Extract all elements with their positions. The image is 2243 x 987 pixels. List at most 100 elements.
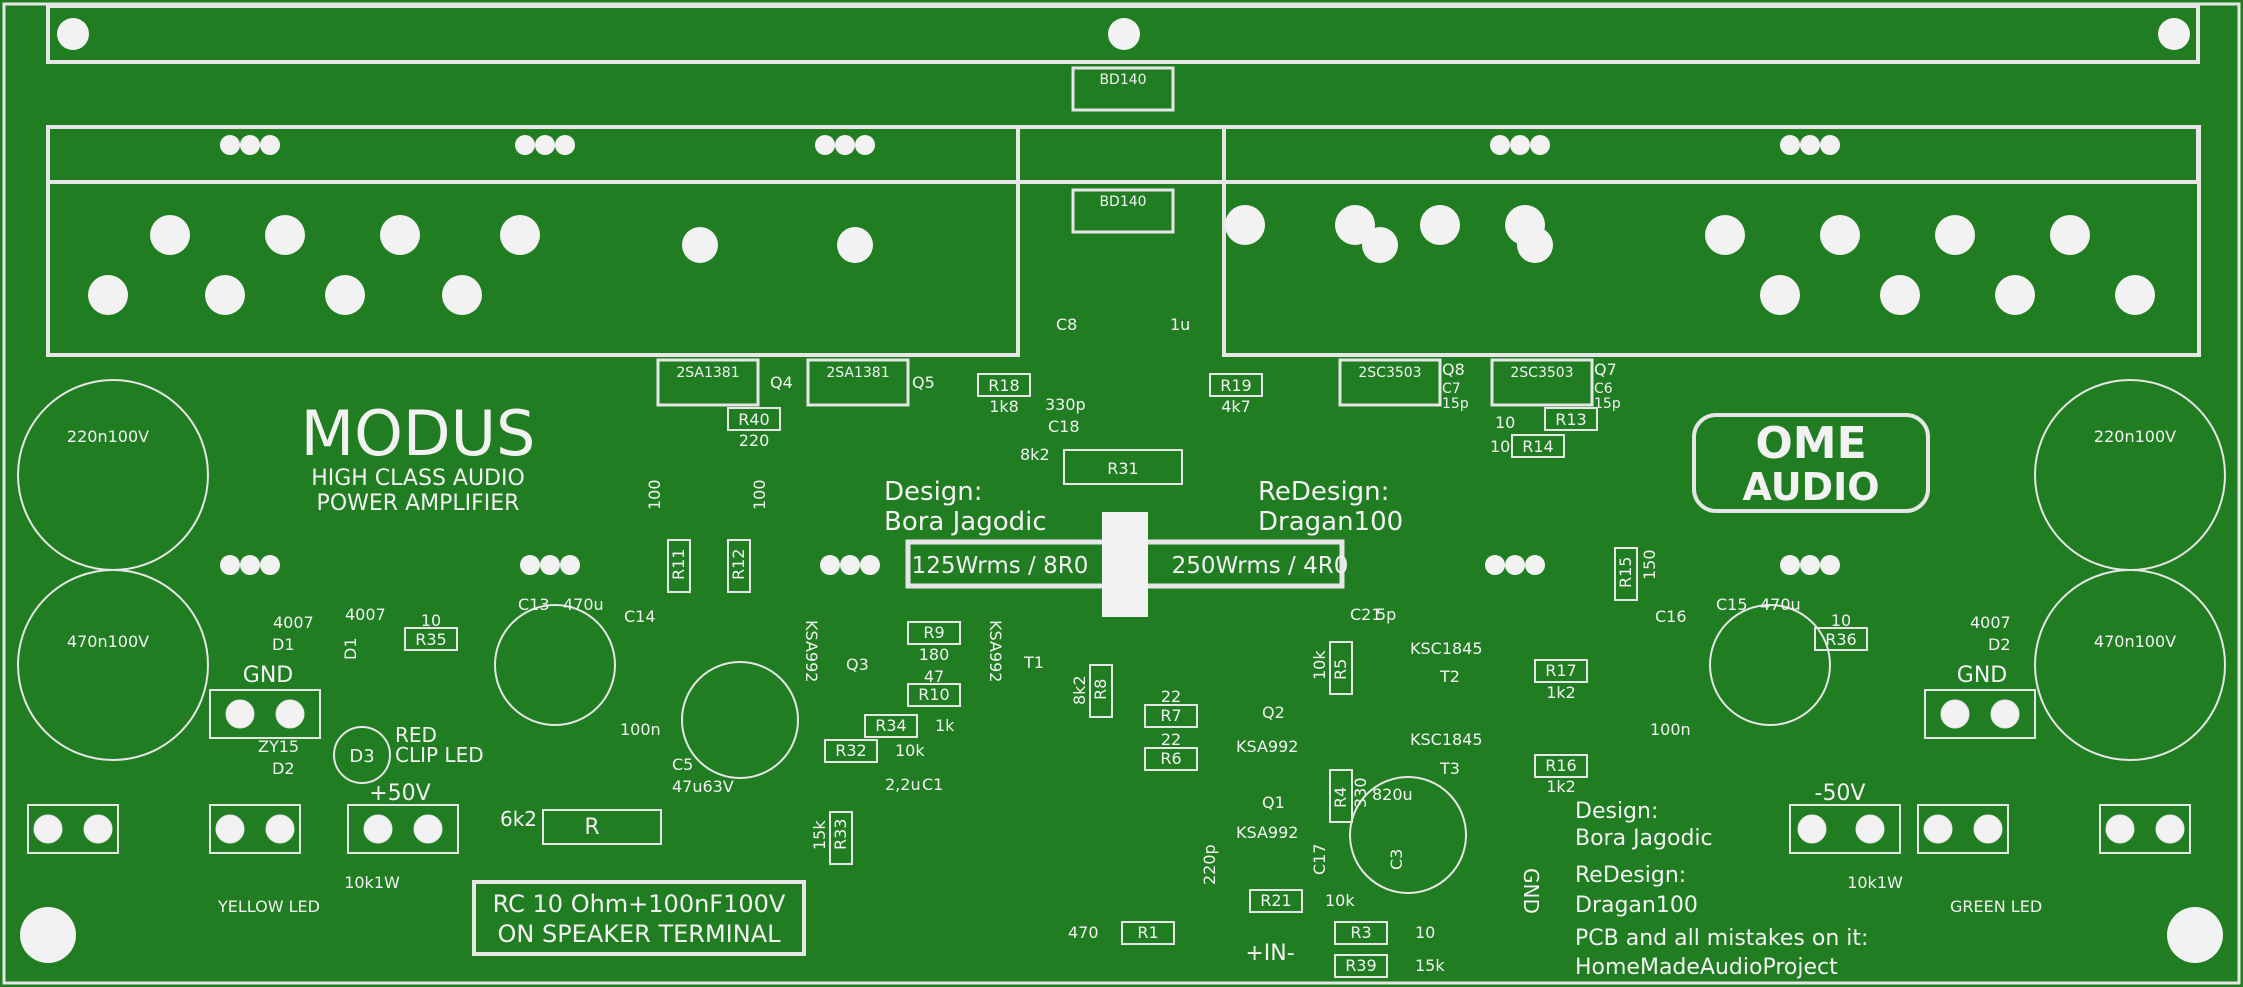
- c3-ref: C3: [1387, 849, 1406, 870]
- r34-val: 1k: [935, 716, 955, 735]
- r9-val: 180: [919, 645, 950, 664]
- r10-val: 47: [924, 667, 944, 686]
- q7-part: 2SC3503: [1510, 365, 1573, 381]
- c18-ref: C18: [1048, 417, 1080, 436]
- q7-outline: [1490, 358, 1594, 407]
- r39-val: 15k: [1415, 956, 1445, 975]
- r11-ref: R11: [669, 549, 688, 580]
- r40-val: 220: [739, 431, 770, 450]
- input-label: +IN-: [1245, 941, 1294, 966]
- c15-val: 470u: [1760, 595, 1801, 614]
- mounting-holes: [20, 18, 2223, 963]
- r18-ref: R18: [988, 376, 1019, 395]
- c6-ref: C6: [1594, 381, 1613, 397]
- clip-led-label-1: RED: [395, 723, 437, 747]
- clip-led-outline: [333, 726, 391, 784]
- c8-ref: C8: [1056, 315, 1077, 334]
- r17-ref: R17: [1545, 661, 1576, 680]
- c14-ref: C14: [624, 607, 656, 626]
- bd140-top-label: BD140: [1099, 72, 1146, 88]
- t1-part: KSA992: [986, 620, 1005, 682]
- r35-ref: R35: [415, 630, 446, 649]
- heatsink-top-rail: [46, 4, 2200, 64]
- d1a-ref: D1: [272, 635, 295, 654]
- driver-pads-bottom: [220, 555, 1840, 575]
- d2a-val: ZY15: [258, 737, 299, 756]
- q1-part: KSA992: [1236, 823, 1298, 842]
- q3-part: KSA992: [802, 620, 821, 682]
- q7-ref: Q7: [1594, 360, 1617, 379]
- credit-designer: Bora Jagodic: [1575, 826, 1713, 851]
- c17-val: 220p: [1200, 844, 1219, 885]
- yellow-led-label: YELLOW LED: [217, 897, 320, 916]
- redesign-label: ReDesign:: [1258, 477, 1389, 507]
- d1b-ref: D1: [341, 638, 360, 661]
- r12-ref: R12: [729, 549, 748, 580]
- r-rc-val: 6k2: [500, 807, 537, 831]
- d2b-ref: D2: [1988, 635, 2011, 654]
- r4-ref: R4: [1331, 787, 1350, 808]
- q1-ref: Q1: [1262, 793, 1285, 812]
- c16-ref: C16: [1655, 607, 1687, 626]
- d2a-ref: D2: [272, 759, 295, 778]
- r1-ref: R1: [1137, 923, 1158, 942]
- r12-val: 100: [750, 479, 769, 510]
- r8-ref: R8: [1091, 679, 1110, 700]
- bd140-mid-outline: [1071, 188, 1175, 234]
- bd140-mid-label: BD140: [1099, 194, 1146, 210]
- c13-val: 470u: [563, 595, 604, 614]
- q5-outline: [806, 358, 910, 407]
- gnd-left-label: GND: [243, 663, 293, 688]
- r5-val: 10k: [1310, 650, 1329, 680]
- c1-val: 2,2u: [885, 775, 921, 794]
- cap-big-3: 220n100V: [2094, 427, 2176, 446]
- r33-ref: R33: [831, 819, 850, 850]
- r10-ref: R10: [918, 685, 949, 704]
- d1b-val: 4007: [345, 605, 386, 624]
- r18-val: 1k8: [989, 397, 1019, 416]
- r4-val: 330: [1351, 777, 1370, 808]
- designer-name: Bora Jagodic: [884, 507, 1047, 537]
- r31-val: 8k2: [1020, 445, 1050, 464]
- gnd-conn-label: GND: [1519, 868, 1543, 914]
- board-subtitle-2: POWER AMPLIFIER: [317, 491, 520, 516]
- r13-ref: R13: [1555, 410, 1586, 429]
- yellow-led-resistor: 10k1W: [344, 873, 400, 892]
- c15-ref: C15: [1716, 595, 1748, 614]
- logo-frame: [1692, 413, 1930, 513]
- q3-ref: Q3: [846, 655, 869, 674]
- q4-part: 2SA1381: [676, 365, 739, 381]
- heatsink-bar: [46, 125, 2200, 184]
- c6-val: 15p: [1594, 396, 1621, 412]
- t2-part: KSC1845: [1410, 639, 1483, 658]
- rc-note-box: [472, 880, 806, 956]
- power-left-label: 125Wrms / 8R0: [912, 553, 1089, 579]
- r8-val: 8k2: [1070, 675, 1089, 705]
- terminal-blocks: [27, 689, 2191, 854]
- r7-ref: R7: [1160, 706, 1181, 725]
- r1-val: 470: [1068, 923, 1099, 942]
- c3-val: 820u: [1372, 785, 1413, 804]
- r9-ref: R9: [923, 623, 944, 642]
- r16-val: 1k2: [1546, 777, 1576, 796]
- r36-ref: R36: [1825, 630, 1856, 649]
- bd140-top-outline: [1071, 66, 1175, 112]
- t1-ref: T1: [1023, 653, 1044, 672]
- r6-val: 22: [1161, 730, 1181, 749]
- c5-val: 47u63V: [672, 777, 734, 796]
- r-rc-ref: R: [584, 815, 599, 840]
- green-led-resistor: 10k1W: [1847, 873, 1903, 892]
- r21-val: 10k: [1325, 891, 1355, 910]
- r21-ref: R21: [1260, 891, 1291, 910]
- r7-val: 22: [1161, 687, 1181, 706]
- q2-part: KSA992: [1236, 737, 1298, 756]
- power-right-label: 250Wrms / 4R0: [1172, 553, 1349, 579]
- q4-ref: Q4: [770, 373, 793, 392]
- rc-note-line-1: RC 10 Ohm+100nF100V: [493, 890, 786, 918]
- q2-ref: Q2: [1262, 703, 1285, 722]
- clip-led-ref: D3: [349, 746, 374, 767]
- credit-redesigner: Dragan100: [1575, 893, 1698, 918]
- q5-part: 2SA1381: [826, 365, 889, 381]
- design-label: Design:: [884, 477, 983, 507]
